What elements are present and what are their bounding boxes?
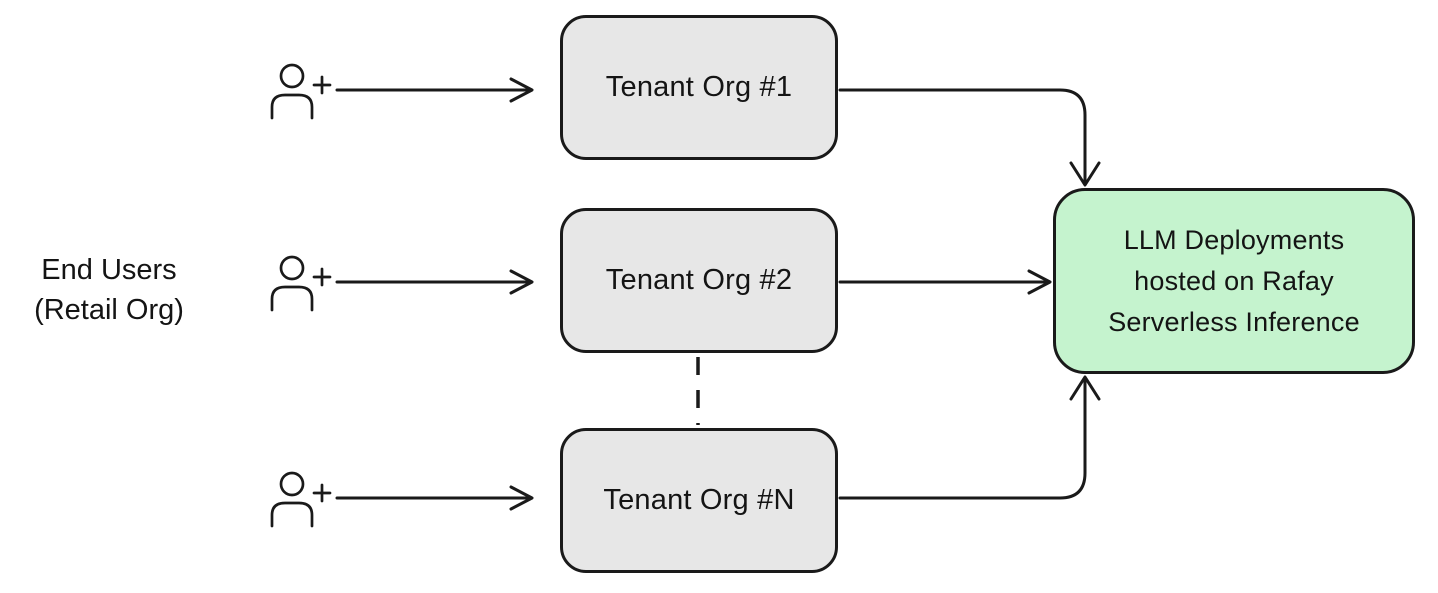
user-plus-icon bbox=[270, 471, 332, 528]
plus-glyph bbox=[312, 267, 332, 287]
arrow-users-to-tenant1 bbox=[335, 77, 534, 103]
arrowhead-right bbox=[1027, 269, 1052, 295]
user-plus-icon bbox=[270, 255, 332, 312]
arrow-tenant1-to-llm bbox=[838, 88, 1101, 187]
user-plus-icon bbox=[270, 63, 332, 120]
user-head-circle bbox=[279, 63, 305, 89]
end-users-label-line2: (Retail Org) bbox=[34, 294, 184, 326]
user-shoulders-arc bbox=[270, 501, 314, 528]
llm-deployments-node: LLM Deployments hosted on Rafay Serverle… bbox=[1053, 188, 1415, 374]
arrowhead-down bbox=[1069, 161, 1101, 187]
user-head-circle bbox=[279, 255, 305, 281]
user-shoulders-arc bbox=[270, 93, 314, 120]
arrow-shaft bbox=[838, 88, 1087, 185]
tenant-org-2-label: Tenant Org #2 bbox=[605, 264, 793, 296]
end-users-label-line1: End Users bbox=[41, 254, 177, 286]
plus-glyph bbox=[312, 483, 332, 503]
plus-glyph bbox=[312, 75, 332, 95]
arrowhead-right bbox=[509, 77, 534, 103]
tenant-org-n-label: Tenant Org #N bbox=[603, 484, 795, 516]
arrow-users-to-tenantN bbox=[335, 485, 534, 511]
arrow-tenantN-to-llm bbox=[838, 375, 1101, 500]
user-shoulders-arc bbox=[270, 285, 314, 312]
tenant-org-1-label: Tenant Org #1 bbox=[605, 71, 793, 103]
end-users-label: End Users (Retail Org) bbox=[14, 250, 204, 330]
llm-deployments-label-line1: LLM Deployments bbox=[1123, 224, 1345, 255]
tenant-org-2-node: Tenant Org #2 bbox=[560, 208, 838, 353]
arrow-shaft bbox=[838, 378, 1087, 500]
arrowhead-right bbox=[509, 485, 534, 511]
llm-deployments-label-line3: Serverless Inference bbox=[1108, 306, 1360, 337]
tenant-org-1-node: Tenant Org #1 bbox=[560, 15, 838, 160]
arrowhead-up bbox=[1069, 375, 1101, 401]
arrow-tenant2-to-llm bbox=[838, 269, 1052, 295]
user-head-circle bbox=[279, 471, 305, 497]
arrowhead-right bbox=[509, 269, 534, 295]
tenant-org-n-node: Tenant Org #N bbox=[560, 428, 838, 573]
llm-deployments-label-line2: hosted on Rafay bbox=[1134, 265, 1334, 296]
arrow-users-to-tenant2 bbox=[335, 269, 534, 295]
